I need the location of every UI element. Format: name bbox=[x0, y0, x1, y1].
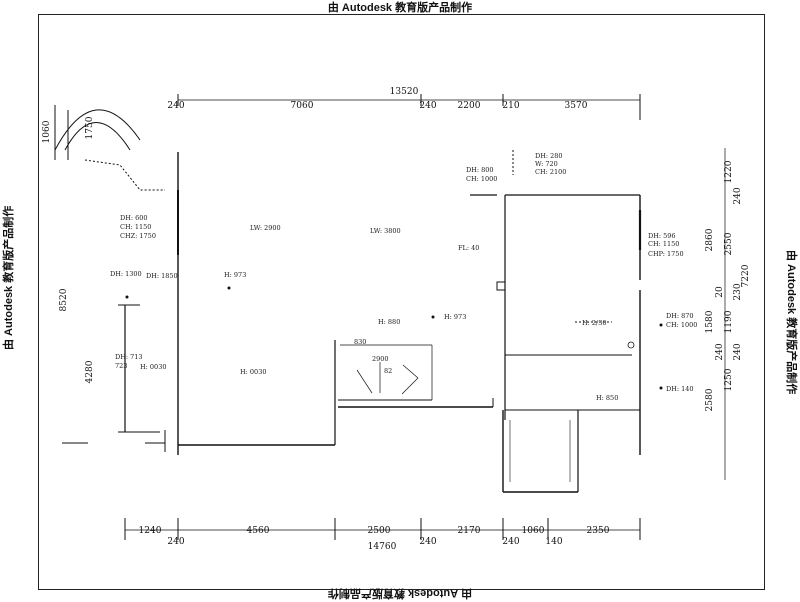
right-dim-1: 1220 bbox=[724, 160, 734, 183]
bottom-dim-3: 4560 bbox=[247, 526, 270, 536]
height-label: H: 0030 bbox=[240, 368, 266, 376]
right-dim-6: 20 bbox=[715, 286, 725, 298]
right-dim-2: 240 bbox=[733, 187, 743, 204]
door-label: DH: 280 bbox=[535, 152, 563, 160]
right-dim-5: 7220 bbox=[741, 264, 751, 287]
stair-diag-2 bbox=[402, 364, 419, 379]
bottom-dim-10: 2350 bbox=[587, 526, 610, 536]
door-label: DH: 713 bbox=[115, 353, 143, 361]
window-label: CH: 1150 bbox=[120, 223, 151, 231]
wall-label: LW: 3800 bbox=[370, 227, 401, 235]
right-dim-10: 240 bbox=[715, 343, 725, 360]
door-label: CH: 1000 bbox=[466, 175, 497, 183]
height-label: H: 0030 bbox=[140, 363, 166, 371]
door-label: 723 bbox=[115, 362, 127, 370]
column-box bbox=[496, 281, 506, 291]
door-label: CH: 1000 bbox=[666, 321, 697, 329]
right-dim-4: 2550 bbox=[724, 232, 734, 255]
top-dim-4: 2200 bbox=[458, 101, 481, 111]
bottom-dim-9: 140 bbox=[545, 537, 562, 547]
window-label: DH: 600 bbox=[120, 214, 148, 222]
height-label: H: 850 bbox=[596, 394, 618, 402]
top-dim-2: 7060 bbox=[291, 101, 314, 111]
right-dim-13: 2580 bbox=[705, 388, 715, 411]
stair-label: 830 bbox=[354, 338, 366, 346]
bottom-dim-7: 240 bbox=[502, 537, 519, 547]
stair-label: 82 bbox=[384, 367, 392, 375]
door-label: W: 720 bbox=[535, 160, 558, 168]
door-label: DH: 1850 bbox=[146, 272, 178, 280]
left-curve-dashed bbox=[84, 159, 165, 191]
marker-dot bbox=[431, 315, 435, 319]
door-label: DH: 1300 bbox=[110, 270, 142, 278]
marker-dot bbox=[125, 295, 129, 299]
bottom-dim-6: 2170 bbox=[458, 526, 481, 536]
bottom-total-dim: 14760 bbox=[368, 542, 397, 552]
door-label: CH: 2100 bbox=[535, 168, 566, 176]
right-dim-11: 240 bbox=[733, 343, 743, 360]
right-dim-8: 1580 bbox=[705, 310, 715, 333]
marker-dot bbox=[659, 386, 663, 390]
height-label: H: 973 bbox=[224, 271, 246, 279]
left-total-dim: 8520 bbox=[59, 288, 69, 311]
right-dim-9: 1190 bbox=[724, 310, 734, 333]
top-dim-5: 210 bbox=[502, 101, 519, 111]
height-label: H: 2/30 bbox=[582, 319, 607, 327]
bottom-dim-8: 1060 bbox=[522, 526, 545, 536]
stair-diag-1 bbox=[356, 369, 373, 394]
bottom-dim-1: 1240 bbox=[139, 526, 162, 536]
stair-diag-3 bbox=[401, 377, 419, 395]
height-label: H: 973 bbox=[444, 313, 466, 321]
floor-label: FL: 40 bbox=[458, 244, 479, 252]
top-total-dim: 13520 bbox=[390, 87, 419, 97]
watermark-top: 由 Autodesk 教育版产品制作 bbox=[327, 2, 473, 14]
stair-label: 2900 bbox=[372, 355, 389, 363]
window-label: DH: 596 bbox=[648, 232, 676, 240]
door-label: DH: 140 bbox=[666, 385, 694, 393]
marker-dot bbox=[659, 323, 663, 327]
right-dim-3: 2860 bbox=[705, 228, 715, 251]
left-window-dim-1: 1060 bbox=[42, 120, 52, 143]
bottom-dim-4: 2500 bbox=[368, 526, 391, 536]
drawing-frame bbox=[38, 14, 765, 590]
wall-label: LW: 2900 bbox=[250, 224, 281, 232]
door-label: DH: 800 bbox=[466, 166, 494, 174]
door-label: DH: 870 bbox=[666, 312, 694, 320]
right-dim-7: 230 bbox=[733, 283, 743, 300]
window-label: CH: 1150 bbox=[648, 240, 679, 248]
top-dim-3: 240 bbox=[419, 101, 436, 111]
marker-dot bbox=[227, 286, 231, 290]
window-label: CHP: 1750 bbox=[648, 250, 684, 258]
top-dim-6: 3570 bbox=[565, 101, 588, 111]
left-window-arc-outer bbox=[54, 109, 141, 151]
marker-circle bbox=[627, 341, 635, 349]
right-dim-12: 1250 bbox=[724, 368, 734, 391]
height-label: H: 880 bbox=[378, 318, 400, 326]
left-window-dim-2: 1750 bbox=[85, 116, 95, 139]
bottom-dim-2: 240 bbox=[167, 537, 184, 547]
top-dim-1: 240 bbox=[167, 101, 184, 111]
left-window-arc-inner bbox=[64, 122, 131, 151]
bottom-dim-5: 240 bbox=[419, 537, 436, 547]
left-lower-dim: 4280 bbox=[85, 360, 95, 383]
window-label: CHZ: 1750 bbox=[120, 232, 156, 240]
